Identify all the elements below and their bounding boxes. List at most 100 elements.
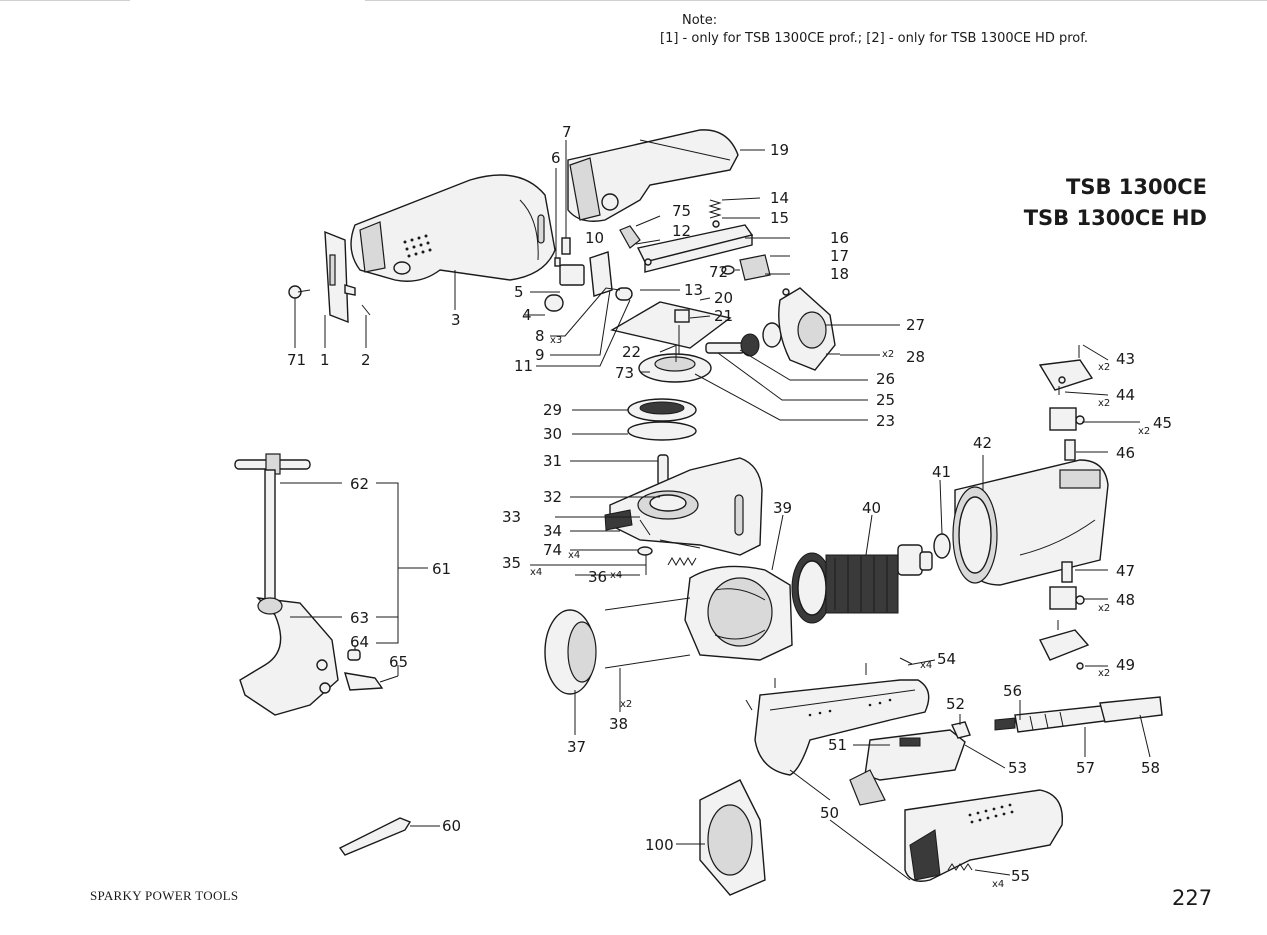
label-26: 26 bbox=[876, 370, 895, 388]
label-40: 40 bbox=[862, 499, 881, 517]
label-74: 74 bbox=[543, 541, 562, 559]
label-46: 46 bbox=[1116, 444, 1135, 462]
carbon-brush-46 bbox=[1064, 439, 1076, 461]
small-mechanism-parts bbox=[544, 225, 641, 312]
label-52: 52 bbox=[946, 695, 965, 713]
top-rule-right bbox=[365, 0, 1267, 1]
label-27: 27 bbox=[906, 316, 925, 334]
label-19: 19 bbox=[770, 141, 789, 159]
label-62: 62 bbox=[350, 475, 369, 493]
hex-key-part-60 bbox=[338, 817, 412, 856]
gear-housing-part-3 bbox=[350, 174, 556, 282]
stator-part-39 bbox=[684, 565, 793, 661]
mult-8: x3 bbox=[550, 335, 562, 346]
spring-14 bbox=[708, 199, 722, 228]
label-34: 34 bbox=[543, 522, 562, 540]
blade-clamp-assembly-61 bbox=[234, 453, 384, 716]
label-6: 6 bbox=[551, 149, 561, 167]
mult-48: x2 bbox=[1098, 603, 1110, 614]
washer-72 bbox=[721, 265, 735, 275]
label-28: 28 bbox=[906, 348, 925, 366]
note-heading: Note: bbox=[682, 13, 718, 28]
gear-plate-part-20 bbox=[610, 301, 732, 355]
label-100: 100 bbox=[645, 836, 674, 854]
armature-part-40 bbox=[791, 544, 933, 624]
tie-rod-38a bbox=[604, 597, 691, 611]
mult-36: x4 bbox=[610, 570, 622, 581]
label-56: 56 bbox=[1003, 682, 1022, 700]
top-cover-part-19 bbox=[567, 129, 739, 222]
label-41: 41 bbox=[932, 463, 951, 481]
label-32: 32 bbox=[543, 488, 562, 506]
label-47: 47 bbox=[1116, 562, 1135, 580]
label-7: 7 bbox=[562, 123, 572, 141]
label-13: 13 bbox=[684, 281, 703, 299]
model-title-1: TSB 1300CE bbox=[1066, 175, 1207, 199]
model-title-2: TSB 1300CE HD bbox=[1023, 206, 1207, 230]
label-55: 55 bbox=[1011, 867, 1030, 885]
screw-55 bbox=[947, 863, 973, 871]
screw-71 bbox=[288, 285, 311, 299]
label-9: 9 bbox=[535, 346, 545, 364]
screw-28b bbox=[782, 288, 790, 296]
label-49: 49 bbox=[1116, 656, 1135, 674]
label-10: 10 bbox=[585, 229, 604, 247]
label-25: 25 bbox=[876, 391, 895, 409]
label-72: 72 bbox=[709, 263, 728, 281]
mult-45: x2 bbox=[1138, 426, 1150, 437]
label-20: 20 bbox=[714, 289, 733, 307]
label-65: 65 bbox=[389, 653, 408, 671]
label-36: 36 bbox=[588, 568, 607, 586]
label-44: 44 bbox=[1116, 386, 1135, 404]
label-5: 5 bbox=[514, 283, 524, 301]
label-42: 42 bbox=[973, 434, 992, 452]
label-33: 33 bbox=[502, 508, 521, 526]
top-rule-left bbox=[0, 0, 130, 1]
washer-part-30 bbox=[627, 421, 697, 441]
rear-handle-part-50b bbox=[904, 789, 1064, 882]
label-38: 38 bbox=[609, 715, 628, 733]
motor-housing-part-42 bbox=[952, 459, 1109, 586]
fan-baffle-part-100 bbox=[699, 779, 766, 896]
label-58: 58 bbox=[1141, 759, 1160, 777]
label-37: 37 bbox=[567, 738, 586, 756]
label-43: 43 bbox=[1116, 350, 1135, 368]
label-11: 11 bbox=[514, 357, 533, 375]
label-29: 29 bbox=[543, 401, 562, 419]
label-73: 73 bbox=[615, 364, 634, 382]
label-75: 75 bbox=[672, 202, 691, 220]
label-17: 17 bbox=[830, 247, 849, 265]
label-71: 71 bbox=[287, 351, 306, 369]
brush-cover-49 bbox=[1038, 620, 1090, 670]
mult-38: x2 bbox=[620, 699, 632, 710]
mult-74: x4 bbox=[568, 550, 580, 561]
mult-28: x2 bbox=[882, 349, 894, 360]
label-14: 14 bbox=[770, 189, 789, 207]
label-39: 39 bbox=[773, 499, 792, 517]
switch-part-51 bbox=[849, 729, 966, 806]
mult-44: x2 bbox=[1098, 398, 1110, 409]
flange-part-73 bbox=[638, 345, 712, 383]
shoe-plate-part-1 bbox=[324, 230, 356, 324]
lever-52 bbox=[951, 721, 971, 739]
shaft-part-23 bbox=[705, 322, 782, 357]
label-48: 48 bbox=[1116, 591, 1135, 609]
part-labels: 71 1 2 3 4 5 6 7 8 x3 9 10 11 12 13 14 1… bbox=[287, 123, 1172, 890]
mult-35: x4 bbox=[530, 567, 542, 578]
label-2: 2 bbox=[361, 351, 371, 369]
handle-housing-part-50 bbox=[745, 657, 930, 776]
label-22: 22 bbox=[622, 343, 641, 361]
tie-rod-38b bbox=[604, 654, 691, 669]
bearing-plate-part-27 bbox=[778, 287, 836, 371]
bearing-part-29 bbox=[627, 398, 697, 422]
mult-55: x4 bbox=[992, 879, 1004, 890]
label-63: 63 bbox=[350, 609, 369, 627]
label-45: 45 bbox=[1153, 414, 1172, 432]
ring-part-37 bbox=[544, 609, 597, 695]
label-31: 31 bbox=[543, 452, 562, 470]
label-64: 64 bbox=[350, 633, 369, 651]
label-54: 54 bbox=[937, 650, 956, 668]
label-51: 51 bbox=[828, 736, 847, 754]
label-30: 30 bbox=[543, 425, 562, 443]
bearing-41 bbox=[933, 533, 951, 559]
